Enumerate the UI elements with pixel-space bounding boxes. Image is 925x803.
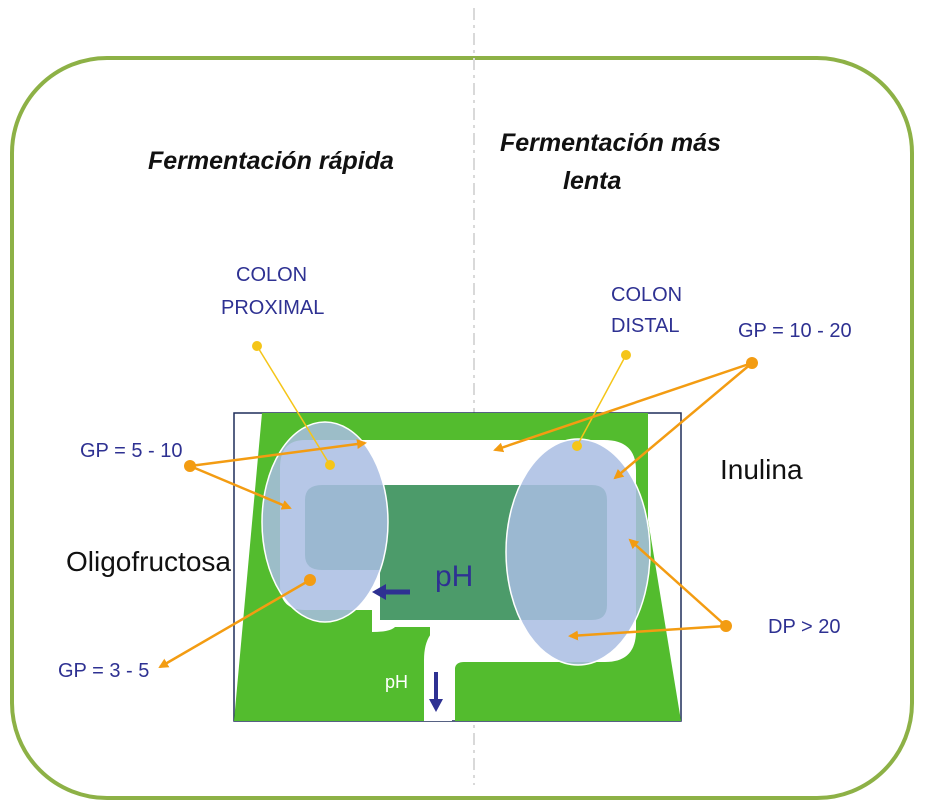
ph-center-label: pH — [435, 560, 474, 593]
proximal-colon-label-line1: COLON — [236, 264, 308, 286]
proximal-pointer — [252, 341, 335, 470]
colon-body — [234, 413, 681, 721]
heading-slow-fermentation-line2: lenta — [563, 167, 622, 195]
heading-slow-fermentation-line1: Fermentación más — [500, 129, 721, 157]
oligofructosa-label: Oligofructosa — [66, 546, 231, 577]
outer-frame — [10, 56, 914, 800]
distal-colon-label-line1: COLON — [611, 284, 683, 306]
distal-pointer — [572, 350, 631, 451]
dp-20-label: DP > 20 — [768, 616, 841, 638]
dp-20-arrows — [568, 538, 732, 641]
ph-down-arrow — [429, 672, 443, 712]
gp-5-10-arrows — [184, 439, 367, 510]
proximal-colon-bubble — [261, 421, 389, 623]
proximal-colon-label-line2: PROXIMAL — [221, 297, 325, 319]
distal-colon-label-line2: DISTAL — [611, 315, 680, 337]
gp-3-5-label: GP = 3 - 5 — [58, 660, 150, 682]
ph-left-arrow — [372, 584, 410, 600]
gp-10-20-arrows — [493, 357, 758, 480]
gp-5-10-label: GP = 5 - 10 — [80, 440, 183, 462]
distal-colon-bubble — [505, 438, 651, 666]
ph-bottom-label: pH — [385, 672, 409, 692]
heading-fast-fermentation: Fermentación rápida — [148, 147, 394, 175]
inulina-label: Inulina — [720, 454, 803, 485]
gp-10-20-label: GP = 10 - 20 — [738, 320, 852, 342]
gp-3-5-arrow — [158, 574, 316, 669]
